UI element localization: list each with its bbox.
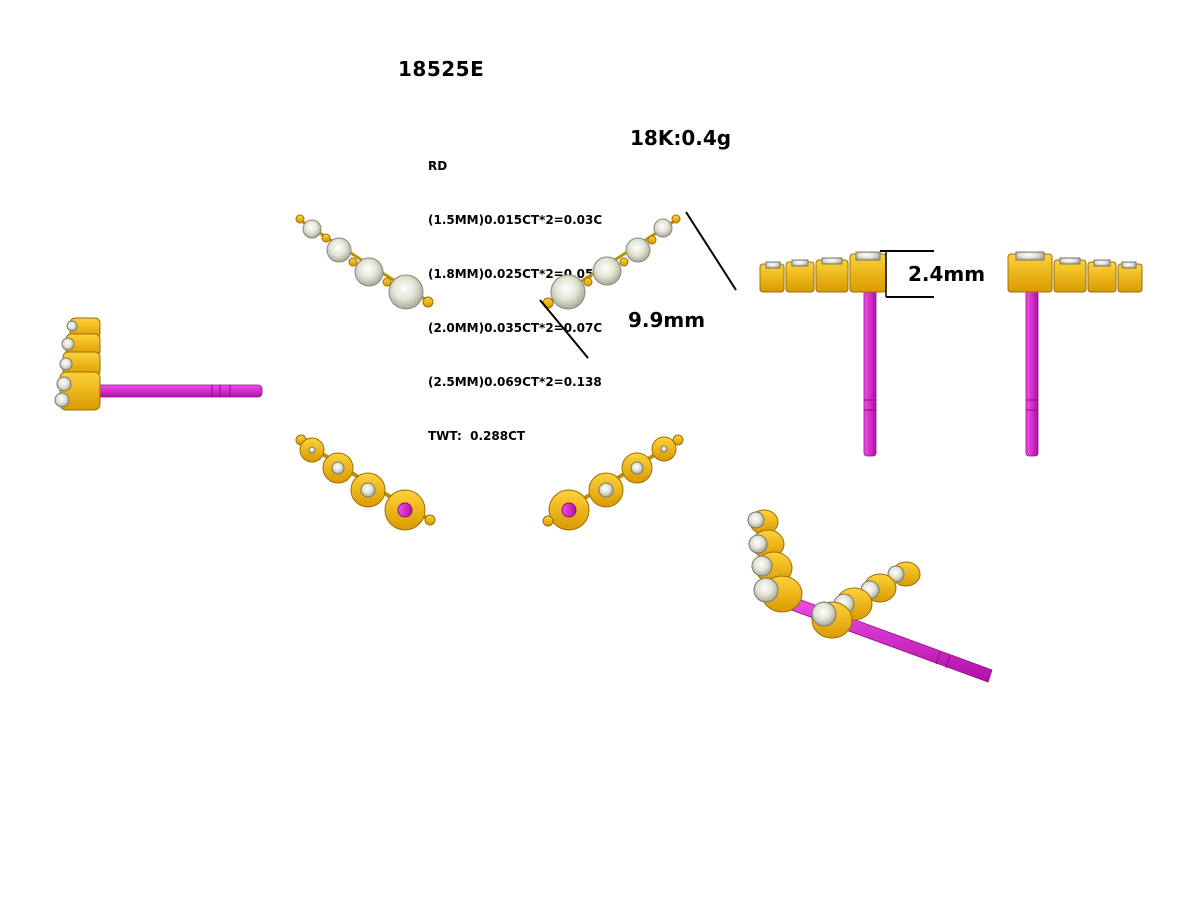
stone-spec-line: (2.0MM)0.035CT*2=0.07C	[428, 321, 603, 335]
total-weight-line: TWT: 0.288CT	[428, 429, 526, 443]
stone-spec-block: RD (1.5MM)0.015CT*2=0.03C (1.8MM)0.025CT…	[428, 121, 602, 463]
top-view-right	[542, 214, 681, 310]
length-dimension-lines	[539, 211, 737, 359]
height-dimension-lines	[880, 250, 934, 298]
length-dimension-label: 9.9mm	[628, 308, 706, 332]
front-view-1	[759, 251, 887, 457]
top-view-left	[295, 214, 434, 310]
earring-post	[95, 384, 263, 398]
back-view-right	[542, 434, 684, 531]
model-number: 18525E	[398, 57, 485, 81]
side-view	[54, 317, 263, 411]
stone-spec-heading: RD	[428, 159, 448, 173]
stone-spec-line: (1.5MM)0.015CT*2=0.03C	[428, 213, 603, 227]
metal-weight-label: 18K:0.4g	[630, 126, 732, 150]
height-dimension-label: 2.4mm	[908, 262, 986, 286]
stone-spec-line: (2.5MM)0.069CT*2=0.138	[428, 375, 602, 389]
back-view-left	[295, 434, 436, 531]
front-view-2	[1007, 251, 1143, 457]
perspective-view	[747, 509, 993, 683]
